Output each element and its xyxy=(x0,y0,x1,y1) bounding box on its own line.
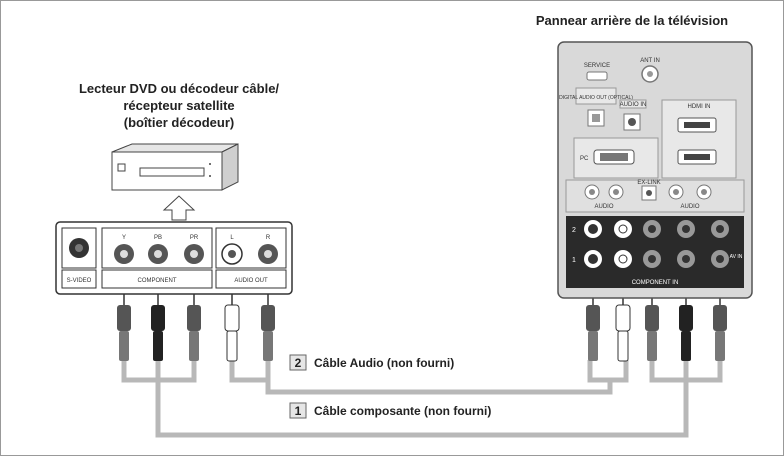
component-cable xyxy=(121,360,723,438)
tv-plug-y xyxy=(713,305,727,361)
audio-cable-r xyxy=(265,360,613,395)
service-label: SERVICE xyxy=(584,63,610,69)
ant-in-label: ANT IN xyxy=(640,58,660,64)
jack-pr-label: PR xyxy=(190,235,199,241)
av-in-label: AV IN xyxy=(730,254,743,260)
audio-label-right: AUDIO xyxy=(680,204,699,210)
component-cable-number: 1 xyxy=(295,404,302,418)
tv-rear-panel: SERVICE ANT IN DIGITAL AUDIO OUT (OPTICA… xyxy=(557,41,753,299)
tv-plugs xyxy=(586,304,727,362)
tv-plug-pr xyxy=(645,305,659,361)
pc-label: PC xyxy=(580,156,589,162)
component-cable-label: 1 Câble composante (non fourni) xyxy=(289,402,491,419)
source-title: Lecteur DVD ou décodeur câble/ récepteur… xyxy=(44,80,314,131)
row-2-label: 2 xyxy=(572,227,576,234)
audio-cable-label: 2 Câble Audio (non fourni) xyxy=(289,354,454,371)
source-title-line-2: récepteur satellite xyxy=(123,98,235,113)
plug-r xyxy=(261,305,275,361)
tv-plug-pb xyxy=(679,305,693,361)
audio-in-label: AUDIO IN xyxy=(620,102,647,108)
audio-cable-tv xyxy=(587,360,629,383)
jack-r-label: R xyxy=(266,235,271,241)
audio-cable-text: Câble Audio (non fourni) xyxy=(314,356,454,370)
audio-label-left: AUDIO xyxy=(594,204,613,210)
tv-jacks-row-2 xyxy=(584,220,729,238)
audio-cable-number: 2 xyxy=(295,356,302,370)
tv-plug-audio-l xyxy=(586,305,600,361)
source-rear-panel: S-VIDEO COMPONENT AUDIO OUT Y PB PR L R xyxy=(55,221,293,295)
svideo-label: S-VIDEO xyxy=(67,278,92,284)
audio-cable xyxy=(229,360,629,395)
component-cable-pb xyxy=(155,360,689,438)
jack-pb-label: PB xyxy=(154,235,162,241)
source-plugs xyxy=(117,304,275,362)
jack-l-label: L xyxy=(230,235,234,241)
ex-link-label: EX-LINK xyxy=(637,180,660,186)
power-icon xyxy=(117,163,126,172)
row-1-label: 1 xyxy=(572,257,576,264)
hdmi-in-label: HDMI IN xyxy=(688,104,711,110)
audio-out-label: AUDIO OUT xyxy=(234,278,268,284)
tv-jacks-row-1 xyxy=(584,250,729,268)
component-cable-text: Câble composante (non fourni) xyxy=(314,404,491,418)
jack-y-label: Y xyxy=(122,235,126,241)
component-in-label: COMPONENT IN xyxy=(632,280,679,286)
source-jacks xyxy=(114,243,278,265)
component-label: COMPONENT xyxy=(138,278,177,284)
source-title-line-3: (boîtier décodeur) xyxy=(123,115,235,130)
source-title-line-1: Lecteur DVD ou décodeur câble/ xyxy=(78,81,280,96)
plug-pr xyxy=(187,305,201,361)
tv-panel-title: Pannear arrière de la télévision xyxy=(535,13,729,28)
tv-plug-audio-r xyxy=(615,304,631,362)
component-cable-pr xyxy=(158,360,197,383)
plug-y xyxy=(117,305,131,361)
plug-pb xyxy=(151,305,165,361)
digital-audio-out-label: DIGITAL AUDIO OUT (OPTICAL) xyxy=(559,95,633,101)
audio-cable-l xyxy=(229,360,268,383)
up-arrow-icon xyxy=(162,195,196,221)
plug-l xyxy=(224,304,240,362)
component-cable-y xyxy=(121,360,158,383)
dvd-player-device xyxy=(111,143,239,191)
